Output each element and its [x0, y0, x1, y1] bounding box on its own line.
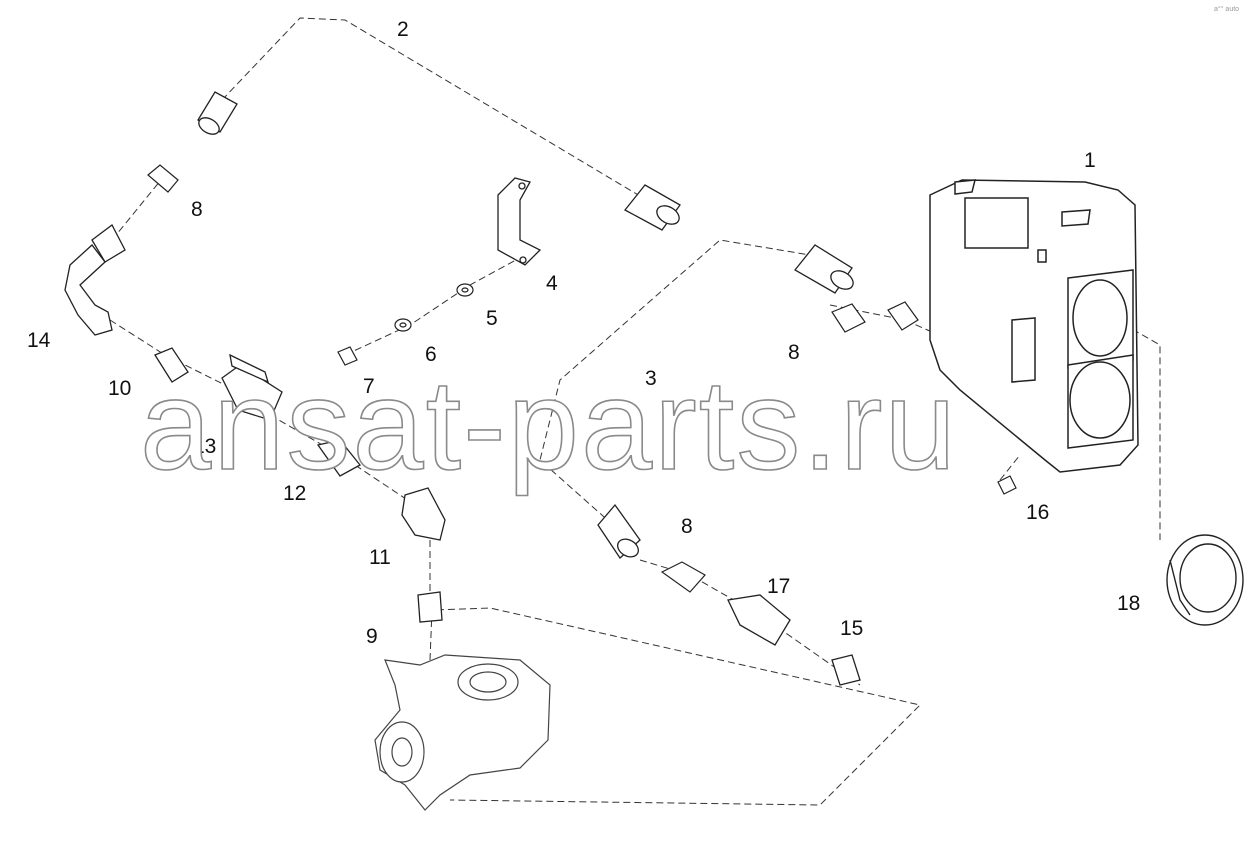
callout-12: 12 [283, 482, 307, 505]
callout-9: 9 [366, 625, 378, 648]
callout-5: 5 [486, 307, 498, 330]
callout-1: 1 [1084, 149, 1096, 172]
callout-10: 10 [108, 377, 132, 400]
callout-3: 3 [645, 367, 657, 390]
callout-16: 16 [1026, 501, 1050, 524]
callout-18: 18 [1117, 592, 1141, 615]
part-tube [197, 91, 854, 559]
callout-2: 2 [397, 18, 409, 41]
part-pump [374, 654, 551, 811]
part-fitting [64, 224, 861, 686]
part-cap [1166, 534, 1244, 626]
part-small [147, 164, 1017, 593]
callout-6: 6 [425, 343, 437, 366]
part-housing [929, 179, 1139, 473]
callout-11: 11 [369, 546, 391, 569]
callout-14: 14 [27, 329, 51, 352]
callout-8-lower: 8 [681, 515, 693, 538]
callout-17: 17 [767, 575, 791, 598]
assembly-leader-lines [109, 17, 1161, 806]
callout-13: 13 [193, 435, 217, 458]
part-bracket [497, 177, 542, 266]
corner-mark: a°° auto [1214, 6, 1240, 13]
callout-8-upper-left: 8 [191, 198, 203, 221]
callout-15: 15 [840, 617, 864, 640]
callout-8-right: 8 [788, 341, 800, 364]
callout-4: 4 [546, 272, 558, 295]
callout-7: 7 [363, 375, 375, 398]
